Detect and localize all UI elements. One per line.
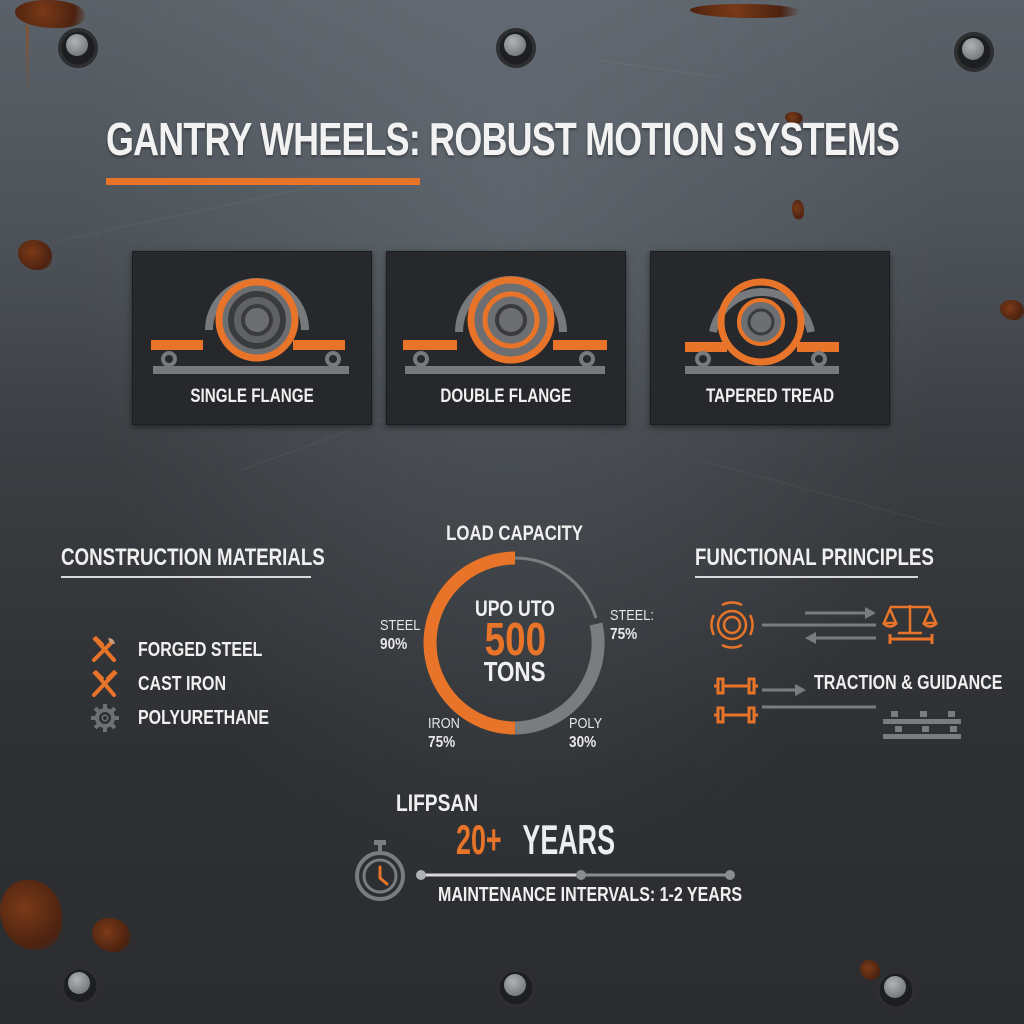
capacity-prefix: UPO UTO (475, 596, 555, 621)
tapered-tread-wheel-icon (685, 278, 839, 374)
stopwatch-icon (355, 840, 405, 901)
load-capacity-heading: LOAD CAPACITY (446, 522, 584, 545)
axle-icon (714, 706, 758, 724)
wheel-target-icon (710, 601, 754, 649)
axle-icon (888, 634, 934, 644)
bolt-bottom-center (496, 968, 536, 1008)
materials-heading-underline (61, 576, 311, 578)
materials-heading: CONSTRUCTION MATERIALS (61, 544, 325, 571)
card-tapered-tread: TAPERED TREAD (650, 251, 890, 425)
axle-icon (714, 677, 758, 695)
bolt-top-center (496, 28, 536, 68)
traction-guidance-label: TRACTION & GUIDANCE (814, 672, 1003, 694)
maintenance-timeline (416, 870, 735, 880)
bolt-top-right (954, 32, 994, 72)
double-flange-wheel-icon (403, 276, 607, 374)
card-label: DOUBLE FLANGE (440, 386, 572, 407)
balance-scale-icon (882, 605, 938, 635)
card-label: TAPERED TREAD (705, 386, 835, 407)
principles-heading: FUNCTIONAL PRINCIPLES (695, 544, 934, 571)
principles-diagram (710, 601, 961, 739)
card-single-flange: SINGLE FLANGE (132, 251, 372, 425)
page-title: GANTRY WHEELS: ROBUST MOTION SYSTEMS (106, 113, 900, 165)
card-double-flange: DOUBLE FLANGE (386, 251, 626, 425)
gear-icon (91, 704, 119, 732)
bolt-bottom-right (876, 970, 916, 1010)
bolt-bottom-left (60, 966, 100, 1006)
capacity-value: 500 (484, 613, 546, 665)
capacity-unit: TONS (484, 656, 546, 687)
maintenance-intervals: MAINTENANCE INTERVALS: 1-2 YEARS (438, 884, 743, 906)
lifespan-label: LIFPSAN (396, 790, 479, 817)
title-underline (106, 178, 420, 185)
crossed-hammers-icon (92, 670, 118, 697)
card-label: SINGLE FLANGE (190, 386, 314, 407)
material-item: CAST IRON (90, 670, 248, 698)
material-item: POLYURETHANE (90, 704, 302, 732)
crossed-hammers-icon (92, 636, 116, 662)
load-capacity-donut (423, 551, 605, 735)
single-flange-wheel-icon (151, 278, 349, 374)
lifespan-value: 20+ YEARS (456, 816, 615, 863)
principles-heading-underline (695, 576, 918, 578)
rail-track-icon (883, 711, 961, 739)
donut-label-steel-right: STEEL:75% (610, 607, 654, 643)
material-item: FORGED STEEL (90, 636, 294, 664)
bolt-top-left (58, 28, 98, 68)
